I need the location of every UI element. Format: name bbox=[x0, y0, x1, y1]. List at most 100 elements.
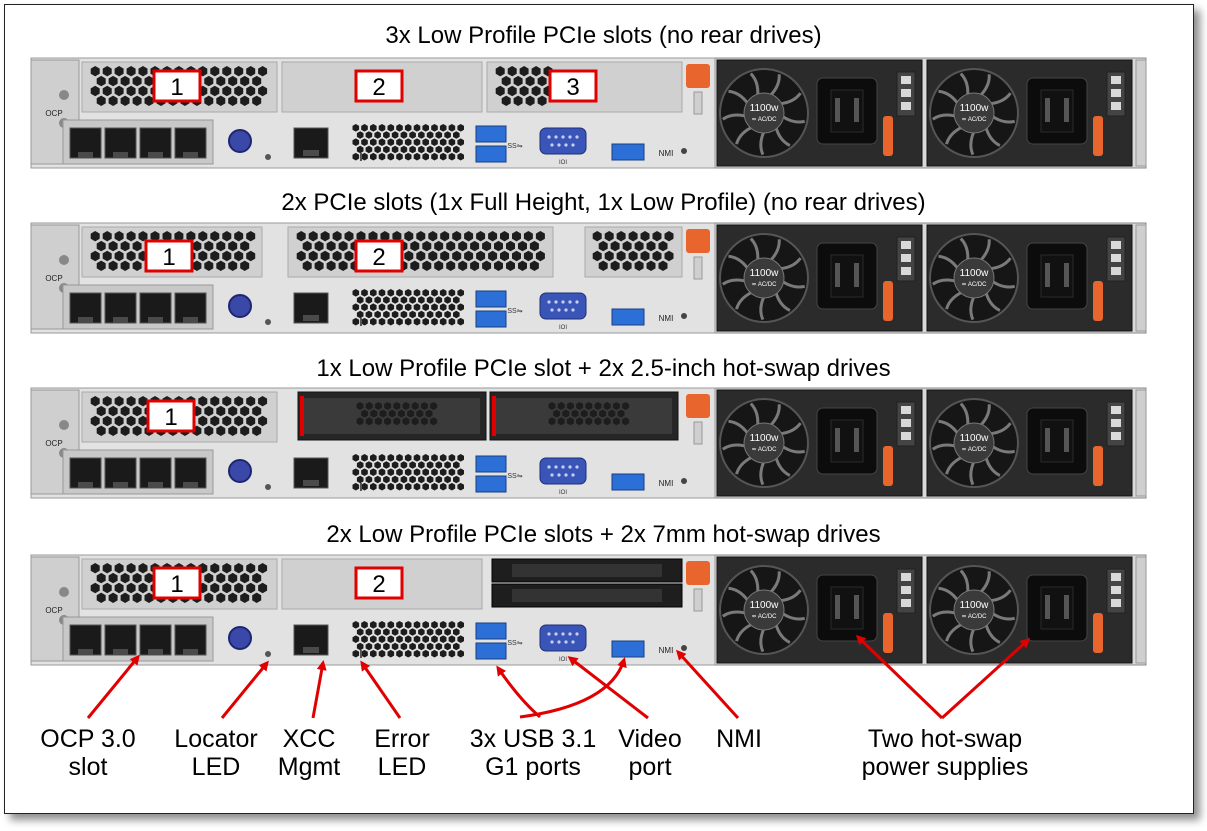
usb-port-1 bbox=[475, 455, 507, 473]
callout-nmi: NMI bbox=[696, 725, 782, 753]
psu-release-latch bbox=[1093, 281, 1103, 321]
usb-marking: SS⇋ bbox=[507, 143, 522, 150]
right-bracket bbox=[1135, 389, 1147, 497]
callout-ocp-line2: slot bbox=[68, 753, 108, 781]
slot-label-1-text: 1 bbox=[170, 571, 183, 598]
drive-vent-1 bbox=[356, 402, 438, 426]
config-2-title: 2x PCIe slots (1x Full Height, 1x Low Pr… bbox=[281, 189, 926, 216]
slot-label-2-text: 2 bbox=[372, 244, 385, 271]
slot-label-3-text: 3 bbox=[566, 74, 579, 101]
usb-port-3 bbox=[611, 308, 645, 326]
psu-type-label: ≂ AC/DC bbox=[751, 117, 777, 123]
callout-power-supplies: Two hot-swap power supplies bbox=[850, 725, 1040, 781]
callout-nmi-line1: NMI bbox=[716, 725, 762, 753]
callout-ocp-slot: OCP 3.0 slot bbox=[28, 725, 148, 781]
video-marking: IOI bbox=[559, 325, 567, 331]
psu-wattage-label: 1100w bbox=[750, 433, 780, 444]
psu-wattage-label: 1100w bbox=[750, 103, 780, 114]
thumbscrew-icon bbox=[228, 129, 252, 153]
callout-error-line2: LED bbox=[377, 753, 427, 781]
power-supply-2: 1100w≂ AC/DC bbox=[926, 224, 1133, 332]
callout-video-port: Video port bbox=[602, 725, 698, 781]
locator-led bbox=[265, 651, 271, 657]
power-supply-1: 1100w≂ AC/DC bbox=[716, 224, 923, 332]
callout-video-line2: port bbox=[628, 753, 672, 781]
usb-port-2 bbox=[475, 642, 507, 660]
slot-label-1: 1 bbox=[144, 239, 194, 273]
power-supply-1: 1100w ≂ AC/DC bbox=[716, 389, 923, 497]
video-marking: IOI bbox=[559, 490, 567, 496]
error-led bbox=[360, 153, 362, 161]
psu-wattage-label: 1100w bbox=[960, 600, 990, 611]
psu-wattage-label: 1100w bbox=[960, 433, 990, 444]
right-bracket bbox=[1135, 556, 1147, 664]
psu-type-label: ≂ AC/DC bbox=[751, 282, 777, 288]
slot-label-1-text: 1 bbox=[162, 244, 175, 271]
slot-label-1: 1 bbox=[152, 69, 202, 103]
vent-center bbox=[352, 454, 464, 491]
usb-port-3 bbox=[611, 473, 645, 491]
callout-ocp-line1: OCP 3.0 bbox=[40, 725, 136, 753]
psu-type-label: ≂ AC/DC bbox=[961, 447, 987, 453]
usb-port-3 bbox=[611, 143, 645, 161]
vent-pcie-3 bbox=[495, 66, 553, 106]
ocp-marking: OCP bbox=[45, 109, 62, 118]
nmi-button bbox=[681, 645, 687, 651]
nmi-marking: NMI bbox=[659, 646, 674, 655]
video-marking: IOI bbox=[559, 657, 567, 663]
psu-type-label: ≂ AC/DC bbox=[961, 614, 987, 620]
callout-usb-line2: G1 ports bbox=[485, 753, 581, 781]
error-led bbox=[360, 483, 362, 491]
release-tab bbox=[686, 64, 710, 88]
release-tab bbox=[686, 394, 710, 418]
psu-release-latch bbox=[883, 446, 893, 486]
video-marking: IOI bbox=[559, 160, 567, 166]
slot-label-1-text: 1 bbox=[170, 74, 183, 101]
callout-psu-line1: Two hot-swap bbox=[867, 725, 1023, 753]
callout-usb-ports: 3x USB 3.1 G1 ports bbox=[458, 725, 608, 781]
slot-label-2-text: 2 bbox=[372, 571, 385, 598]
vent-center bbox=[352, 621, 464, 658]
callout-error-led: Error LED bbox=[357, 725, 447, 781]
thumbscrew-icon bbox=[228, 294, 252, 318]
power-supply-1: 1100w ≂ AC/DC bbox=[716, 556, 923, 664]
psu-wattage-label: 1100w bbox=[750, 600, 780, 611]
usb-port-1 bbox=[475, 125, 507, 143]
video-port bbox=[539, 457, 587, 485]
release-tab bbox=[686, 561, 710, 585]
usb-marking: SS⇋ bbox=[507, 640, 522, 647]
usb-port-3 bbox=[611, 640, 645, 658]
video-port bbox=[539, 127, 587, 155]
psu-type-label: ≂ AC/DC bbox=[751, 447, 777, 453]
psu-release-latch bbox=[883, 281, 893, 321]
config-1-title: 3x Low Profile PCIe slots (no rear drive… bbox=[385, 22, 822, 49]
slot-label-1: 1 bbox=[152, 566, 202, 600]
callout-error-line1: Error bbox=[374, 725, 430, 753]
locator-led bbox=[265, 319, 271, 325]
slot-label-2: 2 bbox=[354, 239, 404, 273]
drive-vent-2 bbox=[548, 402, 630, 426]
nmi-button bbox=[681, 478, 687, 484]
locator-led bbox=[265, 484, 271, 490]
callout-locator-led: Locator LED bbox=[156, 725, 276, 781]
nmi-marking: NMI bbox=[659, 479, 674, 488]
psu-type-label: ≂ AC/DC bbox=[751, 614, 777, 620]
power-supply-1: 1100w ≂ AC/DC bbox=[716, 59, 923, 167]
usb-port-1 bbox=[475, 622, 507, 640]
right-bracket bbox=[1135, 59, 1147, 167]
vent-center bbox=[352, 289, 464, 326]
psu-release-latch bbox=[883, 116, 893, 156]
slot-label-2-text: 2 bbox=[372, 74, 385, 101]
psu-type-label: ≂ AC/DC bbox=[961, 117, 987, 123]
psu-release-latch bbox=[1093, 613, 1103, 653]
psu-type-label: ≂ AC/DC bbox=[961, 282, 987, 288]
error-led bbox=[360, 650, 362, 658]
config-4-title: 2x Low Profile PCIe slots + 2x 7mm hot-s… bbox=[326, 521, 881, 548]
video-port bbox=[539, 292, 587, 320]
release-tab bbox=[686, 229, 710, 253]
usb-marking: SS⇋ bbox=[507, 308, 522, 315]
power-supply-2: 1100w ≂ AC/DC bbox=[926, 556, 1133, 664]
callout-psu-line2: power supplies bbox=[861, 753, 1029, 781]
